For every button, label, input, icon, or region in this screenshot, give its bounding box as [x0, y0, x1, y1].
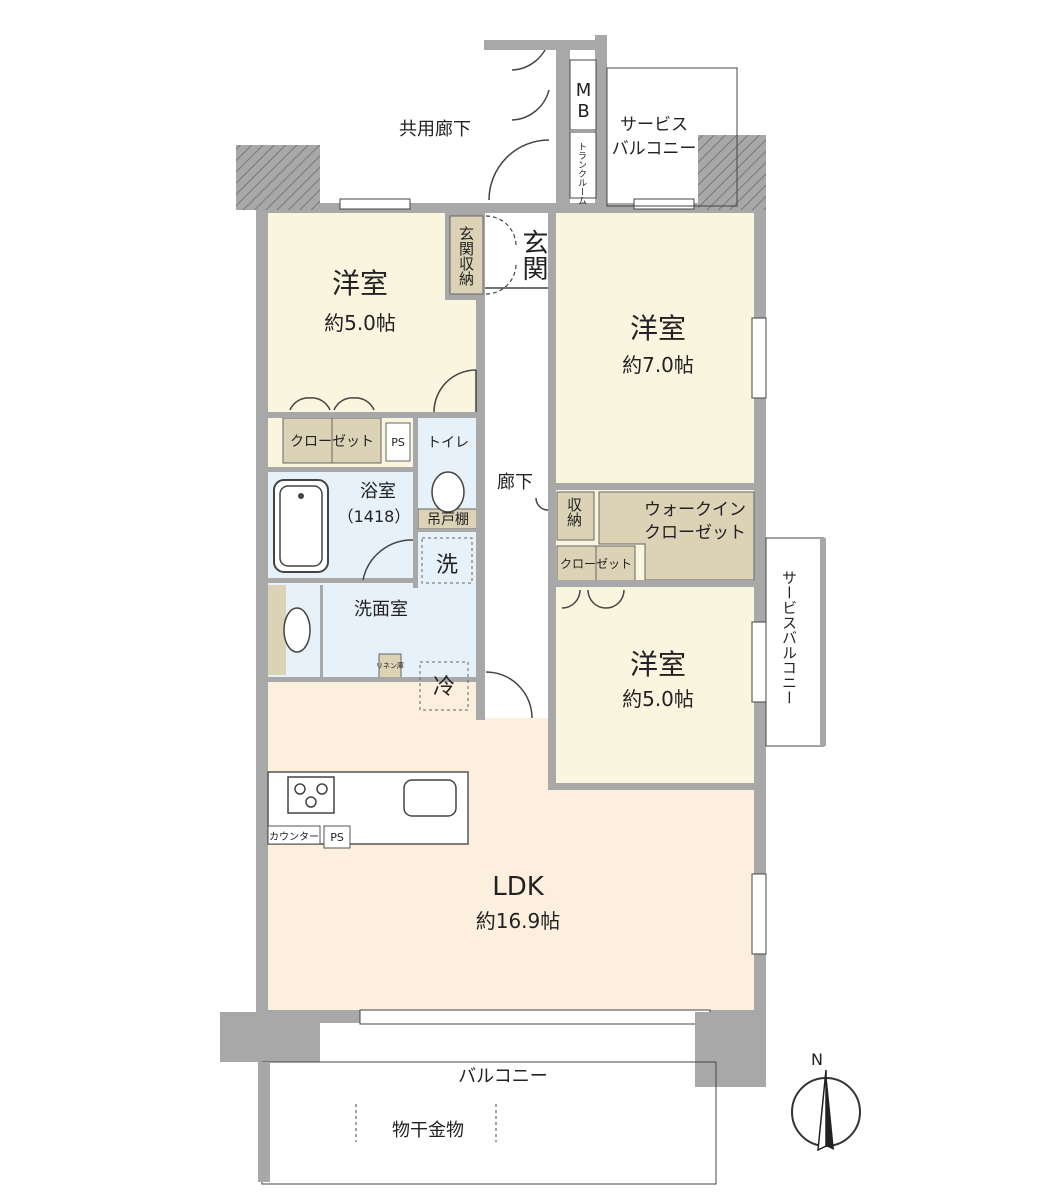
storage-label: 収納 — [565, 497, 583, 527]
walkin-label-1: ウォークイン — [644, 500, 746, 520]
interior-walls — [268, 213, 754, 790]
column-ne — [698, 135, 766, 210]
trunk-room-label: トランクルーム — [576, 142, 586, 205]
closet-nw-label: クローゼット — [290, 434, 374, 450]
common-corridor-label: 共用廊下 — [399, 119, 471, 140]
counter-box — [267, 825, 321, 845]
washer-space — [421, 537, 473, 584]
door-swings — [289, 39, 625, 719]
counter-label: カウンター — [269, 831, 319, 843]
ps-kitchen-label: PS — [330, 831, 344, 844]
ldk-name: LDK — [492, 872, 545, 902]
entrance-storage — [449, 215, 484, 295]
ps-kitchen-box — [323, 825, 351, 849]
fridge-space — [419, 661, 469, 711]
trunk-box — [569, 131, 597, 199]
wash-counter — [268, 585, 286, 675]
entrance-label: 玄関 — [518, 229, 548, 281]
service-balcony-top-label-1: サービス — [620, 115, 688, 135]
room-se-size: 約5.0帖 — [622, 687, 694, 711]
wash-basin — [283, 607, 311, 653]
room-nw-size: 約5.0帖 — [324, 311, 396, 335]
service-balcony-top-label-2: バルコニー — [612, 139, 697, 159]
sink — [403, 779, 457, 817]
linen-label: リネン庫 — [376, 661, 404, 670]
service-balcony-side-label: サービスバルコニー — [780, 570, 798, 705]
toilet-label: トイレ — [427, 435, 469, 451]
closet-se-label: クローゼット — [560, 557, 632, 571]
ldk-area — [268, 680, 754, 1010]
hallway-area — [485, 213, 550, 718]
shelf-label: 吊戸棚 — [427, 512, 469, 528]
column-sw — [220, 1012, 320, 1062]
fridge-label: 冷 — [433, 675, 455, 700]
windows — [339, 198, 767, 1025]
balcony-label: バルコニー — [458, 1066, 548, 1087]
room-ne-name: 洋室 — [630, 312, 686, 345]
toilet-bowl — [431, 471, 465, 513]
washer-area — [418, 532, 478, 587]
walkin-label-2: クローゼット — [644, 523, 746, 543]
mb-box — [569, 59, 597, 131]
hallway-label: 廊下 — [497, 472, 533, 493]
room-nw — [268, 213, 476, 412]
bath-name: 浴室 — [360, 481, 396, 502]
mb-label: MB — [573, 80, 594, 122]
north-label: N — [811, 1050, 823, 1069]
room-se-name: 洋室 — [630, 648, 686, 681]
room-se — [556, 587, 754, 783]
ps-label: PS — [391, 436, 405, 449]
room-nw-name: 洋室 — [332, 267, 388, 300]
drying-label: 物干金物 — [392, 1120, 464, 1141]
bathtub — [273, 479, 329, 573]
compass — [791, 1069, 861, 1152]
ps-box — [385, 422, 411, 462]
washroom-label: 洗面室 — [354, 599, 408, 620]
washer-label: 洗 — [436, 553, 458, 578]
room-ne — [556, 213, 754, 485]
entrance-storage-label: 玄関収納 — [457, 226, 475, 286]
room-ne-size: 約7.0帖 — [622, 353, 694, 377]
bath-size: （1418） — [338, 507, 411, 526]
column-se — [695, 1012, 766, 1087]
ldk-size: 約16.9帖 — [476, 909, 561, 933]
storage-small — [556, 491, 595, 541]
column-nw — [236, 145, 320, 210]
